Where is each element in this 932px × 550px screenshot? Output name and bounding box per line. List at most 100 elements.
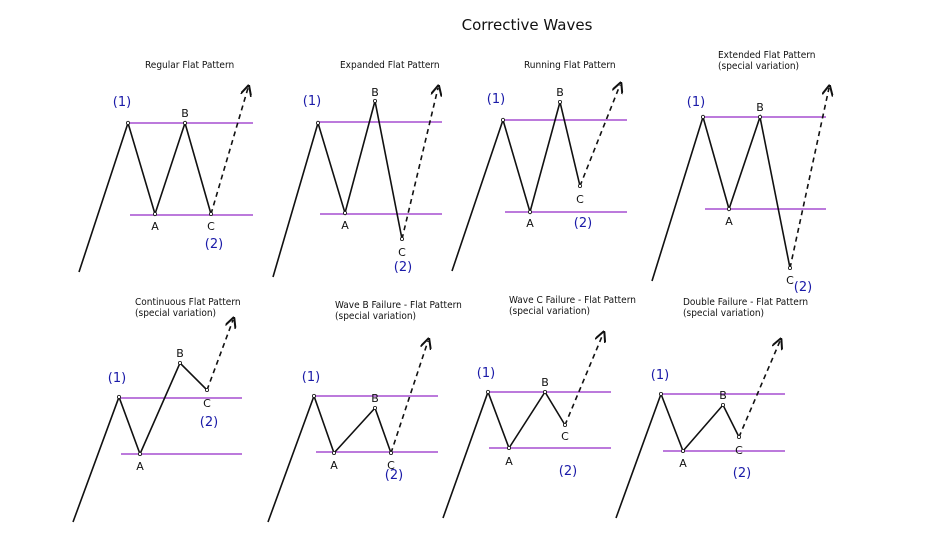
wave-path bbox=[272, 100, 403, 278]
pivot-dot bbox=[399, 236, 404, 241]
wave-2-label: (2) bbox=[205, 237, 223, 252]
projection-arrow bbox=[564, 334, 603, 426]
wave-path bbox=[451, 101, 581, 272]
pivot-dot bbox=[506, 445, 511, 450]
pivot-dot bbox=[721, 402, 726, 407]
pivot-dot bbox=[204, 387, 209, 392]
projection-arrow bbox=[390, 341, 428, 454]
panel-subtitle: (special variation) bbox=[683, 308, 764, 319]
point-b-label: B bbox=[541, 376, 549, 389]
point-a-label: A bbox=[725, 215, 733, 228]
wave-2-label: (2) bbox=[733, 466, 751, 481]
point-c-label: C bbox=[561, 430, 569, 443]
point-b-label: B bbox=[176, 347, 184, 360]
pivot-dot bbox=[137, 451, 142, 456]
wave-1-label: (1) bbox=[477, 366, 495, 381]
pivot-dot bbox=[315, 121, 320, 126]
pivot-dot bbox=[528, 209, 533, 214]
pattern-panel-5: Continuous Flat Pattern(special variatio… bbox=[72, 297, 242, 523]
panel-title: Running Flat Pattern bbox=[524, 60, 616, 71]
wave-2-label: (2) bbox=[394, 260, 412, 275]
point-c-label: C bbox=[387, 459, 395, 472]
projection-arrow bbox=[579, 85, 620, 187]
pivot-dot bbox=[737, 434, 742, 439]
point-b-label: B bbox=[371, 86, 379, 99]
pivot-dot bbox=[372, 405, 377, 410]
pivot-dot bbox=[788, 265, 793, 270]
pivot-dot bbox=[543, 389, 548, 394]
panel-title: Regular Flat Pattern bbox=[145, 60, 234, 71]
projection-arrow bbox=[789, 88, 829, 269]
pivot-dot bbox=[331, 450, 336, 455]
point-b-label: B bbox=[756, 101, 764, 114]
pivot-dot bbox=[701, 115, 706, 120]
wave-1-label: (1) bbox=[651, 368, 669, 383]
pivot-dot bbox=[500, 118, 505, 123]
point-a-label: A bbox=[330, 459, 338, 472]
wave-path bbox=[78, 120, 212, 273]
point-a-label: A bbox=[136, 460, 144, 473]
point-b-label: B bbox=[371, 392, 379, 405]
pattern-panel-8: Double Failure - Flat Pattern(special va… bbox=[615, 297, 808, 519]
pivot-dot bbox=[208, 211, 213, 216]
wave-path bbox=[72, 361, 208, 523]
projection-arrow bbox=[401, 88, 438, 240]
wave-1-label: (1) bbox=[487, 92, 505, 107]
pivot-dot bbox=[727, 206, 732, 211]
point-a-label: A bbox=[526, 217, 534, 230]
wave-2-label: (2) bbox=[574, 216, 592, 231]
pivot-dot bbox=[388, 450, 393, 455]
projection-arrow bbox=[210, 88, 248, 215]
point-a-label: A bbox=[151, 220, 159, 233]
wave-2-label: (2) bbox=[385, 468, 403, 483]
wave-1-label: (1) bbox=[302, 370, 320, 385]
point-b-label: B bbox=[719, 389, 727, 402]
wave-2-label: (2) bbox=[200, 415, 218, 430]
point-c-label: C bbox=[735, 444, 743, 457]
point-a-label: A bbox=[679, 457, 687, 470]
panel-title: Extended Flat Pattern bbox=[718, 50, 815, 61]
projection-arrow bbox=[206, 320, 233, 391]
wave-2-label: (2) bbox=[559, 464, 577, 479]
pivot-dot bbox=[126, 121, 131, 126]
pattern-panel-7: Wave C Failure - Flat Pattern(special va… bbox=[442, 295, 636, 519]
wave-path bbox=[651, 113, 791, 282]
pattern-panel-3: Running Flat Pattern(1)BAC(2) bbox=[451, 60, 627, 272]
pivot-dot bbox=[485, 389, 490, 394]
wave-path bbox=[615, 391, 740, 519]
panel-title: Double Failure - Flat Pattern bbox=[683, 297, 808, 308]
pivot-dot bbox=[311, 393, 316, 398]
pivot-dot bbox=[563, 422, 568, 427]
diagram-title: Corrective Waves bbox=[462, 16, 593, 34]
pivot-dot bbox=[182, 121, 187, 126]
panel-title: Expanded Flat Pattern bbox=[340, 60, 440, 71]
point-c-label: C bbox=[576, 193, 584, 206]
pivot-dot bbox=[558, 100, 563, 105]
panel-subtitle: (special variation) bbox=[718, 61, 799, 72]
pivot-dot bbox=[758, 115, 763, 120]
wave-2-label: (2) bbox=[794, 280, 812, 295]
panel-title: Wave B Failure - Flat Pattern bbox=[335, 300, 462, 311]
pivot-dot bbox=[152, 211, 157, 216]
pivot-dot bbox=[177, 360, 182, 365]
pivot-dot bbox=[342, 210, 347, 215]
pattern-panel-4: Extended Flat Pattern(special variation)… bbox=[651, 50, 829, 295]
pivot-dot bbox=[578, 183, 583, 188]
wave-1-label: (1) bbox=[108, 371, 126, 386]
panel-title: Continuous Flat Pattern bbox=[135, 297, 241, 308]
wave-path bbox=[442, 389, 566, 519]
panel-title: Wave C Failure - Flat Pattern bbox=[509, 295, 636, 306]
pattern-panel-6: Wave B Failure - Flat Pattern(special va… bbox=[267, 300, 462, 523]
point-c-label: C bbox=[207, 220, 215, 233]
point-c-label: C bbox=[398, 246, 406, 259]
pivot-dot bbox=[117, 394, 122, 399]
projection-arrow bbox=[738, 341, 780, 438]
pivot-dot bbox=[659, 391, 664, 396]
wave-1-label: (1) bbox=[687, 95, 705, 110]
pivot-dot bbox=[372, 99, 377, 104]
point-c-label: C bbox=[203, 397, 211, 410]
panel-subtitle: (special variation) bbox=[135, 308, 216, 319]
point-c-label: C bbox=[786, 274, 794, 287]
